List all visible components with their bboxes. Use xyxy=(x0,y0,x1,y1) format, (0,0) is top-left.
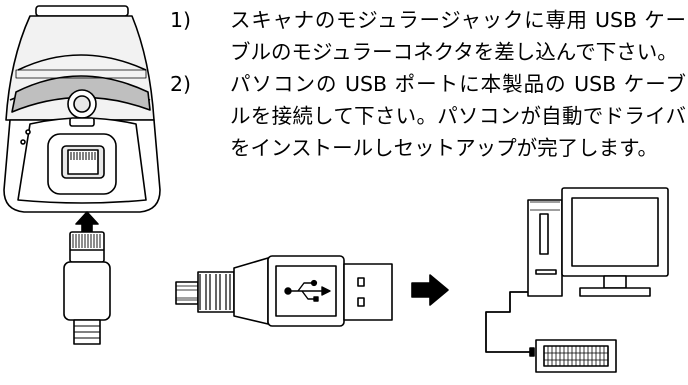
instruction-step-2: 2) パソコンの USB ポートに本製品の USB ケーブルを接続して下さい。パ… xyxy=(168,68,686,164)
usb-icon xyxy=(284,279,331,302)
desktop-computer-illustration xyxy=(485,187,669,373)
right-arrow-icon xyxy=(411,274,449,306)
modular-jack xyxy=(47,133,117,195)
step-number: 2) xyxy=(170,72,192,96)
scanner-illustration xyxy=(3,5,161,213)
instruction-step-1: 1) スキャナのモジュラージャックに専用 USB ケーブルのモジュラーコネクタを… xyxy=(168,4,686,68)
usb-connector-illustration xyxy=(175,255,393,327)
instruction-list: 1) スキャナのモジュラージャックに専用 USB ケーブルのモジュラーコネクタを… xyxy=(168,0,686,164)
step-text: パソコンの USB ポートに本製品の USB ケーブルを接続して下さい。パソコン… xyxy=(230,72,686,160)
modular-plug-illustration xyxy=(63,231,111,345)
step-number: 1) xyxy=(170,8,192,32)
step-text: スキャナのモジュラージャックに専用 USB ケーブルのモジュラーコネクタを差し込… xyxy=(230,8,686,64)
up-arrow-icon xyxy=(75,211,99,233)
